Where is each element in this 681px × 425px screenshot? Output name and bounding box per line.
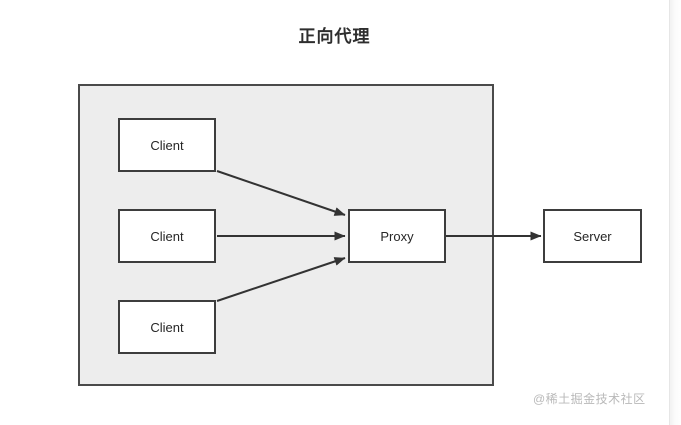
node-proxy[interactable]: Proxy [348,209,446,263]
node-client-1-label: Client [150,137,184,153]
page-edge-strip [669,0,681,425]
node-client-3[interactable]: Client [118,300,216,354]
page-title: 正向代理 [298,27,371,46]
node-server-label: Server [573,228,612,244]
node-server[interactable]: Server [543,209,642,263]
node-client-1[interactable]: Client [118,118,216,172]
node-proxy-label: Proxy [380,228,414,244]
watermark-text: @稀土掘金技术社区 [533,392,646,406]
node-client-2-label: Client [150,228,184,244]
node-client-2[interactable]: Client [118,209,216,263]
node-client-3-label: Client [150,319,184,335]
